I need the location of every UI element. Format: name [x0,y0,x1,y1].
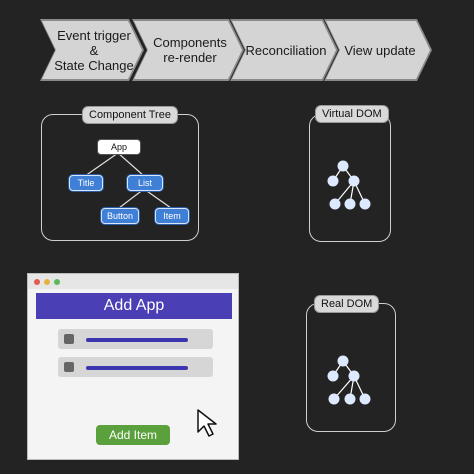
edge-app-title [84,152,119,177]
real-dom-title: Real DOM [314,295,380,313]
edge-list-button [118,188,145,209]
dom-node [327,370,339,382]
step-reconciliation: Reconciliation [232,21,336,79]
mouse-cursor-icon [197,409,217,437]
tree-node-title: Title [69,175,103,191]
item-text-placeholder [86,366,188,370]
component-tree-title: Component Tree [82,106,178,124]
step-components-rerender: Components re-render [134,21,242,79]
checkbox[interactable] [64,362,74,372]
virtual-dom-tree [327,160,371,210]
maximize-dot-icon[interactable] [54,279,60,285]
dom-node [327,175,339,187]
edge-list-item [143,188,172,209]
minimize-dot-icon[interactable] [44,279,50,285]
dom-node [359,198,371,210]
dom-node [348,175,360,187]
step-label: Event trigger & State Change [54,27,134,73]
item-text-placeholder [86,338,188,342]
checkbox[interactable] [64,334,74,344]
real-dom-tree [327,355,371,405]
add-item-button[interactable]: Add Item [96,425,170,445]
step-label: Components re-render [153,35,227,65]
dom-node [359,393,371,405]
list-item[interactable] [58,357,213,377]
step-label: View update [344,42,416,58]
dom-node [328,393,340,405]
step-view-update: View update [326,21,430,79]
dom-node [337,160,349,172]
step-label: Reconciliation [245,42,327,58]
window-titlebar [28,274,238,289]
app-window: Add App Add Item [27,273,239,460]
dom-node [348,370,360,382]
tree-node-app: App [97,139,141,155]
tree-node-list: List [127,175,163,191]
dom-node [329,198,341,210]
list-item[interactable] [58,329,213,349]
tree-node-button: Button [101,208,139,224]
virtual-dom-title: Virtual DOM [315,105,389,123]
dom-node [337,355,349,367]
step-event-trigger: Event trigger & State Change [42,21,142,79]
dom-node [344,198,356,210]
edge-app-list [117,152,145,177]
dom-node [344,393,356,405]
close-dot-icon[interactable] [34,279,40,285]
tree-node-item: Item [155,208,189,224]
app-header-title: Add App [36,293,232,319]
